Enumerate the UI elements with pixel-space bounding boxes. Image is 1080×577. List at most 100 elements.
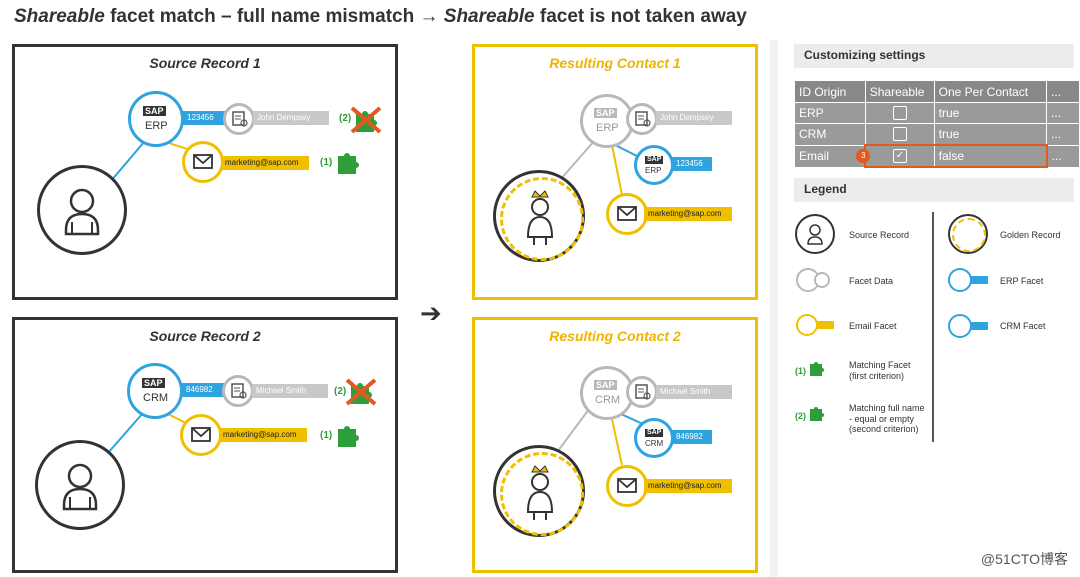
legend-source-record-label: Source Record (849, 230, 910, 240)
resulting-contact-1-box: Resulting Contact 1 (472, 44, 758, 300)
sap-logo: SAP (645, 429, 664, 437)
table-row: Email 3 ✓ false ... (794, 144, 1080, 168)
golden-record-icon (493, 170, 585, 262)
facet-id-tag: 123456 (183, 111, 225, 125)
email-tag: marketing@sap.com (221, 156, 309, 170)
name-tag: John Dempsey (253, 111, 329, 125)
legend-crm-tag (970, 322, 988, 330)
sap-origin-label: ERP (145, 120, 168, 132)
match-name-puzzle-crossed-icon (350, 106, 382, 134)
email-facet-icon (606, 465, 648, 507)
email-tag: marketing@sap.com (644, 207, 732, 221)
sap-logo: SAP (142, 378, 165, 388)
legend-matching-name-l1: Matching full name (849, 403, 925, 413)
shareable-checkbox[interactable] (892, 106, 907, 121)
row-one-per: true (933, 102, 1048, 124)
customizing-table: ID Origin Shareable One Per Contact ... … (794, 80, 1080, 168)
match-email-puzzle-icon (338, 153, 359, 174)
legend-facet-data-icon-small (814, 272, 830, 288)
row-shareable (864, 102, 935, 124)
row-origin-text: Email (799, 149, 830, 163)
legend-crm-facet-icon (948, 314, 972, 338)
legend-erp-tag (970, 276, 988, 284)
match-2-label: (2) (339, 113, 352, 124)
title-shareable-2: Shareable (443, 6, 535, 27)
shareable-checkbox[interactable] (892, 127, 907, 142)
email-facet-icon (180, 414, 222, 456)
row-one-per: false (933, 144, 1048, 168)
title-text-2: facet is not taken away (534, 6, 747, 27)
shareable-checkbox-checked[interactable]: ✓ (892, 149, 907, 164)
arrow-right-icon: ➔ (420, 298, 442, 328)
panel-divider (770, 40, 778, 577)
name-facet-icon (223, 103, 255, 135)
row-more: ... (1046, 123, 1080, 146)
col-shareable: Shareable (864, 80, 935, 103)
row-more: ... (1046, 144, 1080, 168)
page-title: Shareable facet match – full name mismat… (14, 6, 747, 28)
col-one-per-contact: One Per Contact (933, 80, 1048, 103)
resulting-contact-1-title: Resulting Contact 1 (549, 55, 681, 71)
legend-matching-name-l2: - equal or empty (849, 414, 915, 424)
source-record-1-title: Source Record 1 (149, 55, 261, 71)
golden-record-icon (493, 445, 585, 537)
legend-matching-name-l3: (second criterion) (849, 424, 919, 434)
source-record-2-title: Source Record 2 (149, 328, 261, 344)
sap-logo: SAP (143, 106, 166, 116)
match-2-label: (2) (334, 386, 347, 397)
customizing-settings-header: Customizing settings (794, 44, 1074, 68)
table-row: ERP true ... (794, 102, 1080, 124)
sap-origin-label: ERP (645, 166, 662, 175)
sap-logo: SAP (645, 156, 664, 164)
table-header-row: ID Origin Shareable One Per Contact ... (794, 80, 1080, 103)
email-facet-icon (606, 193, 648, 235)
legend-header: Legend (794, 178, 1074, 202)
name-facet-icon (626, 103, 658, 135)
row-origin: Email 3 (794, 144, 871, 168)
legend-match-puzzle-icon (810, 362, 824, 376)
name-tag: Michael Smith (656, 385, 732, 399)
resulting-contact-2-box: Resulting Contact 2 (472, 317, 758, 573)
email-tag: marketing@sap.com (219, 428, 307, 442)
title-shareable-1: Shareable (14, 6, 105, 27)
crm-sap-icon-inherited: SAP CRM (580, 366, 634, 420)
facet-id-tag: 846982 (672, 430, 712, 444)
sap-origin-label: CRM (595, 394, 621, 406)
legend-erp-facet-label: ERP Facet (1000, 276, 1044, 286)
legend-email-facet-icon (796, 314, 818, 336)
legend-email-tag (816, 321, 834, 329)
crm-sap-icon: SAP CRM (127, 363, 183, 419)
legend-facet-data-label: Facet Data (849, 276, 894, 286)
source-record-2-box: Source Record 2 (12, 317, 398, 573)
legend-email-facet-label: Email Facet (849, 321, 897, 331)
match-name-puzzle-crossed-icon (345, 378, 377, 406)
sap-origin-label: ERP (596, 122, 619, 134)
legend-matching-facet-l1: Matching Facet (849, 360, 911, 370)
col-id-origin: ID Origin (794, 80, 866, 103)
row-shareable (864, 123, 935, 146)
legend-golden-record-label: Golden Record (1000, 230, 1061, 240)
sap-origin-label: CRM (645, 439, 664, 448)
legend-match-puzzle-icon (810, 407, 824, 421)
row-shareable: ✓ (864, 144, 935, 168)
facet-id-tag: 846982 (182, 383, 224, 397)
legend-matching-facet-l2: (first criterion) (849, 371, 905, 381)
email-facet-icon (182, 141, 224, 183)
title-text-1: facet match – full name mismatch → (104, 6, 444, 27)
match-email-puzzle-icon (338, 426, 359, 447)
match-1-label: (1) (320, 157, 333, 168)
step-badge: 3 (856, 148, 871, 163)
legend-golden-record-icon (948, 214, 988, 254)
erp-facet-icon: SAP ERP (634, 145, 674, 185)
legend-source-record-icon (795, 214, 835, 254)
row-more: ... (1046, 102, 1080, 124)
sap-origin-label: CRM (143, 392, 169, 404)
legend-divider (932, 212, 934, 442)
name-tag: John Dempsey (656, 111, 732, 125)
erp-sap-icon-inherited: SAP ERP (580, 94, 634, 148)
legend-m2-label: (2) (795, 411, 806, 421)
table-row: CRM true ... (794, 123, 1080, 146)
legend-crm-facet-label: CRM Facet (1000, 321, 1046, 331)
name-tag: Michael Smith (252, 384, 328, 398)
legend-m1-label: (1) (795, 366, 806, 376)
